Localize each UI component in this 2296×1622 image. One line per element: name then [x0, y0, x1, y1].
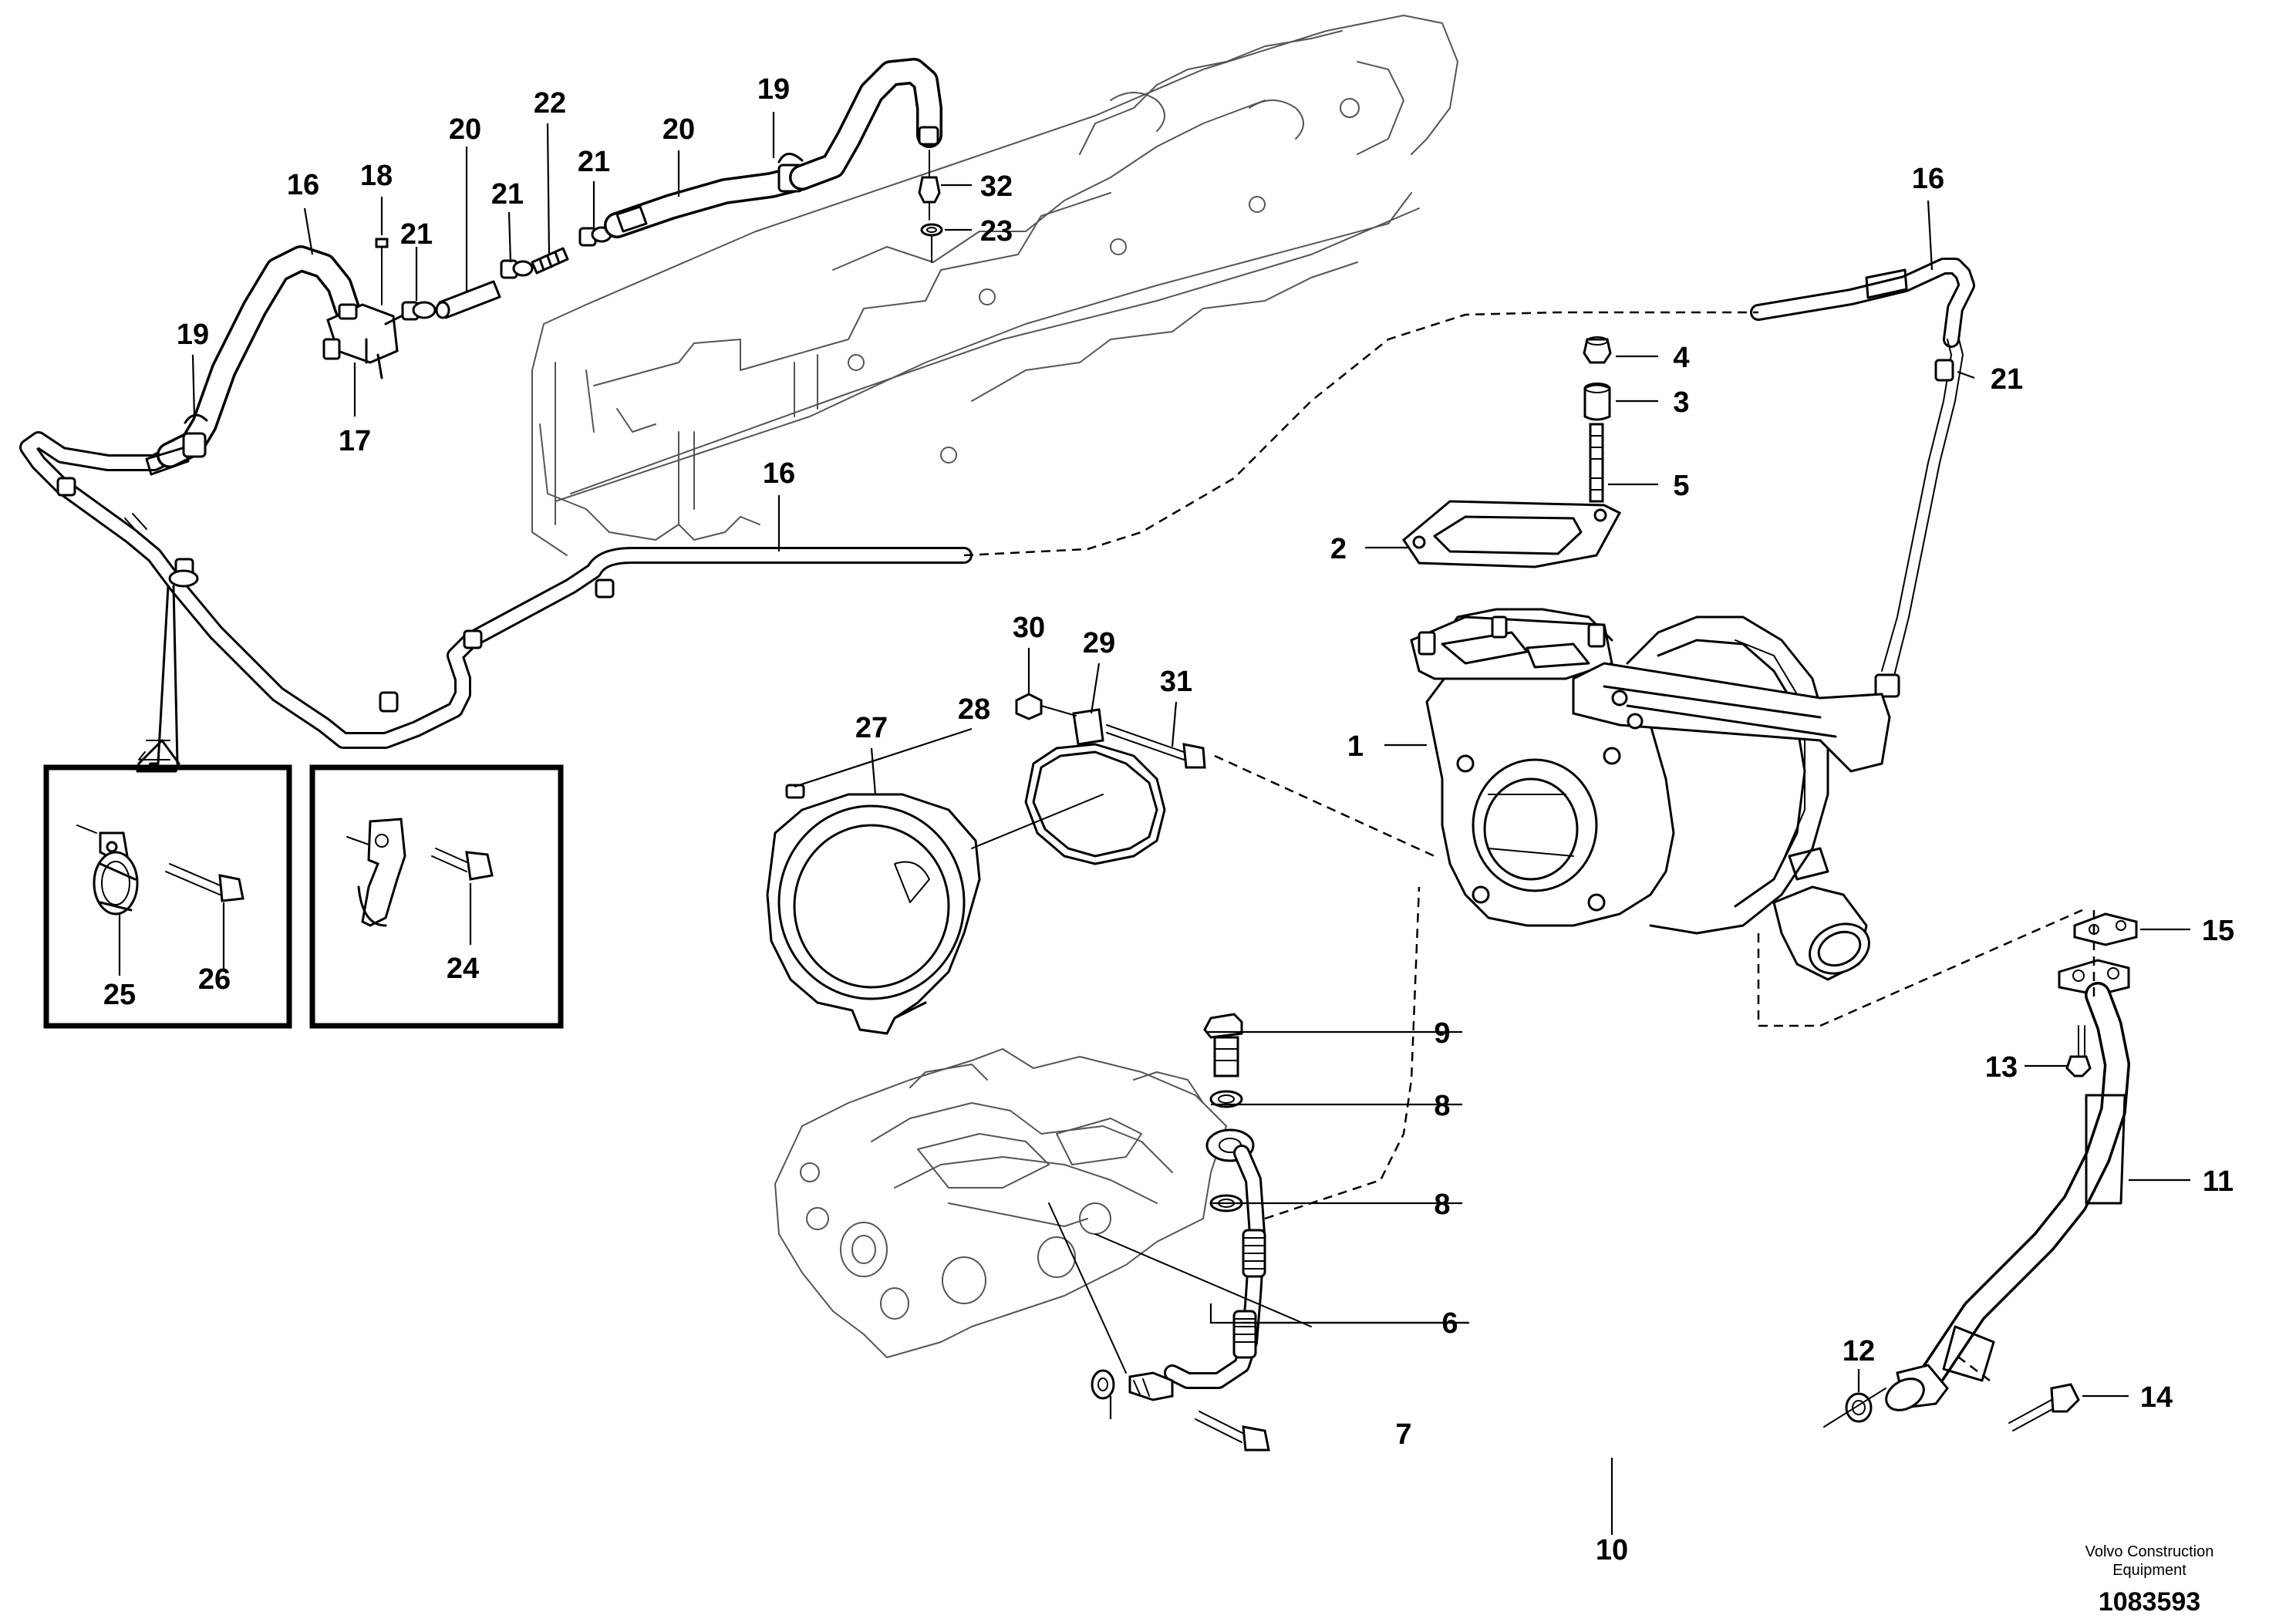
callout-11: 11 [2203, 1165, 2234, 1198]
callout-16-left: 16 [287, 169, 319, 201]
callout-18: 18 [360, 160, 393, 192]
callout-22: 22 [534, 87, 566, 120]
callout-26: 26 [198, 963, 231, 996]
callout-21-a: 21 [400, 218, 433, 251]
callout-28: 28 [958, 693, 990, 726]
callout-3: 3 [1673, 386, 1689, 419]
callout-16-mid: 16 [763, 457, 795, 490]
callout-14: 14 [2140, 1381, 2173, 1414]
callout-5: 5 [1673, 470, 1689, 502]
turbocharger-unit [1410, 608, 1891, 981]
callout-8-upper: 8 [1434, 1090, 1450, 1122]
callout-24: 24 [447, 953, 479, 985]
callout-16-right: 16 [1912, 163, 1944, 195]
callout-17: 17 [339, 425, 371, 457]
callout-4: 4 [1673, 342, 1689, 374]
inlet-elbow-and-clamp [766, 693, 1206, 1035]
footer: Volvo Construction Equipment 1083593 [2085, 1543, 2214, 1617]
callout-1: 1 [1347, 730, 1364, 763]
callout-19-top: 19 [757, 73, 790, 106]
document-number: 1083593 [2099, 1587, 2200, 1617]
callout-10: 10 [1596, 1534, 1628, 1566]
callout-21-b: 21 [491, 178, 524, 211]
callout-29: 29 [1083, 627, 1115, 659]
gasket-stud-assembly [1402, 336, 1622, 568]
callout-leaders [191, 112, 2190, 1535]
callout-9: 9 [1434, 1017, 1450, 1050]
callout-20-left: 20 [449, 113, 481, 146]
callout-7: 7 [1395, 1418, 1411, 1451]
callout-27: 27 [855, 712, 888, 744]
callout-23: 23 [980, 215, 1013, 248]
pipe-16-dashed-continuation [963, 311, 1758, 557]
callout-6: 6 [1441, 1307, 1458, 1340]
oil-filter-housing-background [774, 1048, 1227, 1358]
oil-return-pipe-assembly [1823, 910, 2138, 1431]
detail-view-right [309, 764, 564, 1029]
callout-31: 31 [1160, 666, 1192, 698]
engine-block-background [531, 15, 1458, 556]
callout-13: 13 [1985, 1051, 2018, 1084]
callout-12: 12 [1843, 1335, 1875, 1367]
callout-8-lower: 8 [1434, 1189, 1450, 1221]
callout-25: 25 [103, 979, 136, 1011]
dashed-bolt-line [1214, 754, 1435, 858]
callout-30: 30 [1013, 612, 1045, 644]
dashed-feed-line [1264, 886, 1421, 1220]
detail-view-left [43, 585, 292, 1029]
callout-32: 32 [980, 170, 1013, 203]
callout-2: 2 [1330, 533, 1347, 565]
pipe-16-long-return-line [19, 431, 973, 749]
callout-15: 15 [2202, 915, 2234, 947]
brand-line-1: Volvo Construction [2085, 1543, 2214, 1560]
dashed-return-line [1757, 909, 2083, 1027]
callout-19-left: 19 [177, 319, 209, 351]
callout-21-c: 21 [578, 146, 610, 178]
callout-labels: 1 2 3 4 5 6 7 8 8 9 10 11 12 13 14 15 16… [103, 73, 2234, 1566]
pipe-16-upper-right-section [1750, 258, 1975, 698]
callout-20-top: 20 [663, 113, 695, 146]
breather-hose-assembly [145, 58, 943, 476]
brand-line-2: Equipment [2112, 1562, 2186, 1579]
callout-21-d: 21 [1991, 363, 2023, 396]
